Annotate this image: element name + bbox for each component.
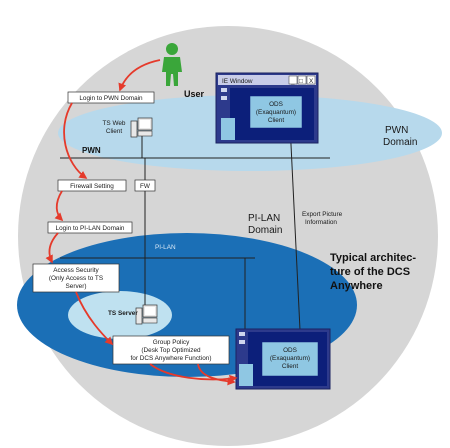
export-picture-line1: Export Picture (302, 211, 343, 218)
firewall-setting-box (57, 179, 127, 192)
group-policy-line1: Group Policy (153, 339, 190, 346)
person-icon-head (166, 43, 178, 55)
ods-bottom-line1: ODS (283, 347, 297, 354)
pilan-domain-line2: Domain (248, 225, 282, 236)
ts-web-client-line1: TS Web (103, 120, 126, 127)
group-policy-line2: (Desk Top Optimized (141, 347, 201, 354)
login-pwn-box (67, 91, 155, 104)
firewall-setting-label: Firewall Setting (70, 183, 114, 190)
fw-label: FW (140, 183, 151, 190)
export-picture-line2: Information (305, 219, 337, 226)
ts-server-label: TS Server (108, 310, 138, 317)
pwn-domain-line2: Domain (383, 137, 417, 148)
fw-box (134, 179, 156, 192)
maximize-icon: □ (299, 78, 303, 85)
minimize-icon: _ (290, 78, 295, 85)
access-security-line3: Server) (66, 283, 87, 290)
computer-icon-ts-web-client (130, 117, 153, 138)
person-icon (162, 57, 182, 86)
ods-bottom-line3: Client (282, 363, 299, 370)
ods-top-line1: ODS (269, 101, 283, 108)
computer-icon-ts-server (135, 304, 158, 325)
login-pilan-box (47, 221, 133, 234)
maximize-button[interactable] (297, 75, 307, 85)
ods-top-line2: (Exaquantum) (256, 109, 296, 116)
network-wires (60, 136, 330, 330)
caption-line2: ture of the DCS (330, 266, 410, 278)
login-pwn-label: Login to PWN Domain (79, 95, 143, 102)
ie-window-title: IE Window (222, 78, 253, 85)
ts-server-ellipse (68, 291, 172, 339)
export-arrow (287, 123, 301, 331)
pilan-domain-line1: PI-LAN (248, 213, 280, 224)
caption-line1: Typical architec- (330, 252, 416, 264)
group-policy-box (112, 335, 230, 365)
access-security-line1: Access Security (53, 267, 99, 274)
login-pilan-label: Login to PI-LAN Domain (56, 225, 125, 232)
close-icon: X (309, 78, 314, 85)
user-figure (162, 43, 182, 86)
access-security-line2: (Only Access to TS (49, 275, 103, 282)
user-label: User (184, 89, 205, 99)
pwn-label: PWN (82, 146, 101, 155)
pwn-domain-line1: PWN (385, 125, 408, 136)
ods-bottom-window: ODS (Exaquantum) Client (235, 328, 331, 390)
ie-window: IE Window _ □ X ODS (Exaquantum) Client (215, 72, 319, 144)
minimize-button[interactable] (288, 75, 298, 85)
close-button[interactable] (306, 75, 316, 85)
ods-bottom-line2: (Exaquantum) (270, 355, 310, 362)
caption-line3: Anywhere (330, 280, 383, 292)
flow-arrows (45, 59, 238, 386)
ods-top-line3: Client (268, 117, 285, 124)
ts-web-client-line2: Client (106, 128, 123, 135)
pilan-label: PI-LAN (155, 244, 176, 251)
group-policy-line3: for DCS Anywhere Function) (131, 355, 212, 362)
